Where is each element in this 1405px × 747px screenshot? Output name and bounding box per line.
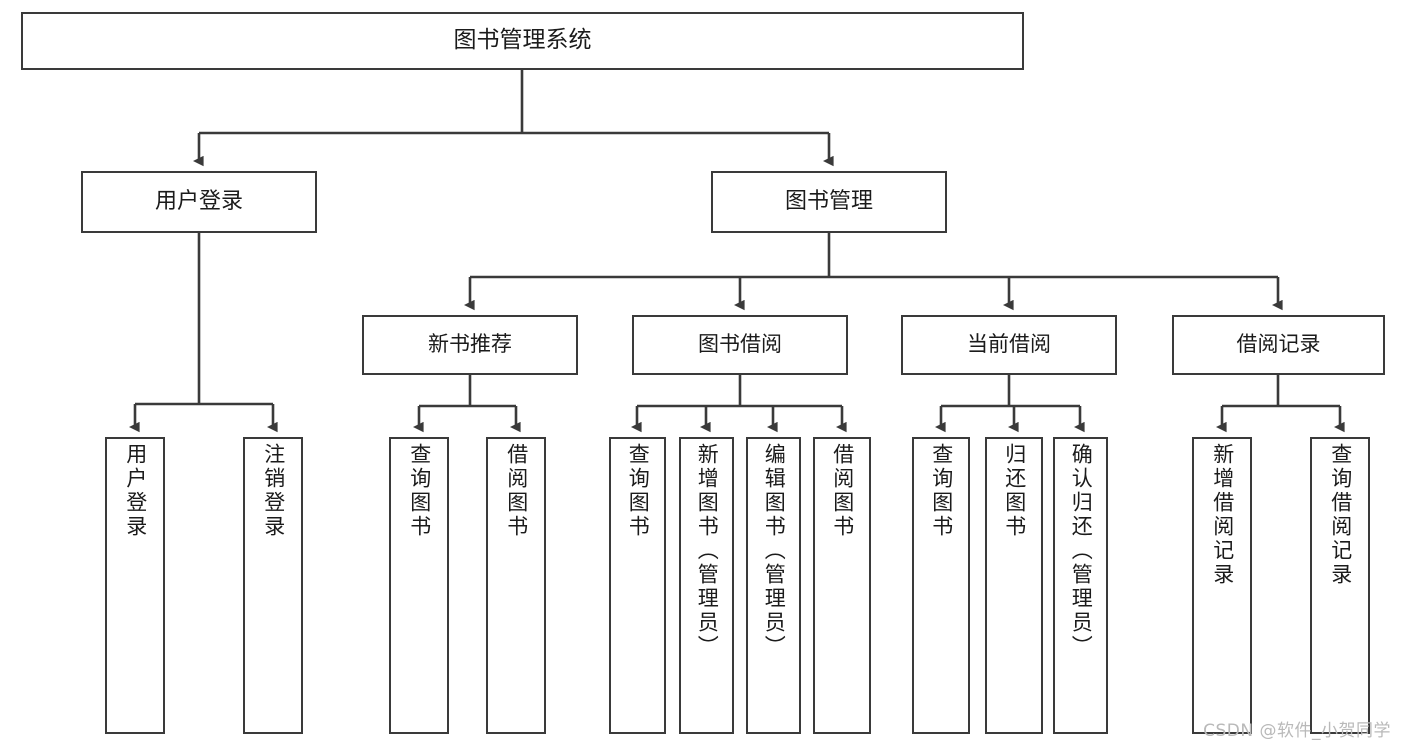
- node-new-book-recommend-label: 新书推荐: [428, 332, 512, 357]
- node-leaf-user-login-label: 用户登录: [123, 443, 148, 539]
- node-user-login-label: 用户登录: [154, 188, 243, 214]
- node-new-book-recommend[interactable]: 新书推荐: [362, 315, 578, 375]
- node-leaf-borrow-book-2-label: 借阅图书: [830, 443, 855, 539]
- node-leaf-add-book[interactable]: 新增图书（管理员）: [679, 437, 734, 734]
- node-leaf-query-borrow-record[interactable]: 查询借阅记录: [1310, 437, 1370, 734]
- node-current-borrow-label: 当前借阅: [967, 332, 1051, 357]
- node-root[interactable]: 图书管理系统: [21, 12, 1024, 70]
- node-book-borrow-label: 图书借阅: [698, 332, 782, 357]
- node-leaf-edit-book-label: 编辑图书（管理员）: [762, 443, 787, 659]
- node-leaf-borrow-book-1[interactable]: 借阅图书: [486, 437, 546, 734]
- node-leaf-query-book-2[interactable]: 查询图书: [609, 437, 666, 734]
- node-user-login[interactable]: 用户登录: [81, 171, 317, 233]
- node-leaf-query-book-2-label: 查询图书: [626, 443, 651, 539]
- node-current-borrow[interactable]: 当前借阅: [901, 315, 1117, 375]
- node-leaf-query-book-3-label: 查询图书: [929, 443, 954, 539]
- node-leaf-query-book-1[interactable]: 查询图书: [389, 437, 449, 734]
- node-leaf-return-book[interactable]: 归还图书: [985, 437, 1043, 734]
- node-book-manage-label: 图书管理: [784, 188, 873, 214]
- node-leaf-add-borrow-record[interactable]: 新增借阅记录: [1192, 437, 1252, 734]
- node-root-label: 图书管理系统: [453, 27, 592, 54]
- node-leaf-confirm-return-label: 确认归还（管理员）: [1069, 443, 1094, 659]
- node-leaf-query-book-1-label: 查询图书: [407, 443, 432, 539]
- node-leaf-confirm-return[interactable]: 确认归还（管理员）: [1053, 437, 1108, 734]
- node-leaf-return-book-label: 归还图书: [1002, 443, 1027, 539]
- node-borrow-record-label: 借阅记录: [1236, 332, 1321, 357]
- node-leaf-add-book-label: 新增图书（管理员）: [695, 443, 720, 659]
- node-leaf-query-book-3[interactable]: 查询图书: [912, 437, 970, 734]
- node-book-borrow[interactable]: 图书借阅: [632, 315, 848, 375]
- node-leaf-user-logout[interactable]: 注销登录: [243, 437, 303, 734]
- node-leaf-add-borrow-record-label: 新增借阅记录: [1210, 443, 1235, 587]
- node-leaf-user-logout-label: 注销登录: [261, 443, 286, 539]
- node-leaf-query-borrow-record-label: 查询借阅记录: [1328, 443, 1353, 587]
- node-leaf-edit-book[interactable]: 编辑图书（管理员）: [746, 437, 801, 734]
- node-borrow-record[interactable]: 借阅记录: [1172, 315, 1385, 375]
- node-book-manage[interactable]: 图书管理: [711, 171, 947, 233]
- node-leaf-user-login[interactable]: 用户登录: [105, 437, 165, 734]
- watermark: CSDN @软件_小贺同学: [1203, 721, 1391, 741]
- node-leaf-borrow-book-1-label: 借阅图书: [504, 443, 529, 539]
- node-leaf-borrow-book-2[interactable]: 借阅图书: [813, 437, 871, 734]
